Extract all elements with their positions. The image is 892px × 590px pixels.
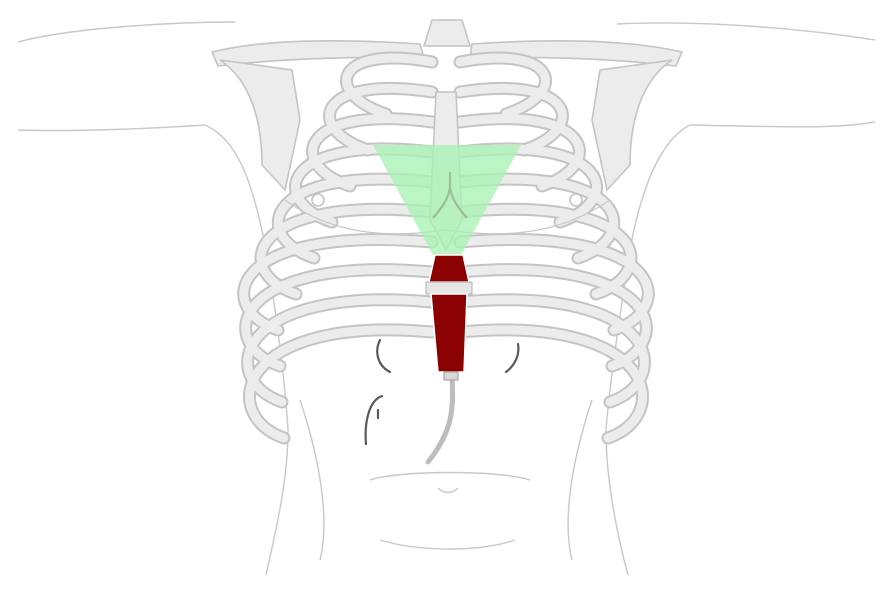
- abdomen-line-2: [364, 394, 384, 446]
- right-rib-7-inner: [455, 235, 653, 335]
- right-rib-2-inner: [455, 83, 567, 155]
- right-arm-outline: [616, 22, 876, 128]
- left-nipple: [311, 193, 325, 207]
- left-rib-8-inner: [241, 265, 437, 371]
- left-ribs-inner: [239, 53, 437, 443]
- abdomen-outline: [299, 399, 593, 561]
- left-rib-7-inner: [239, 235, 437, 335]
- right-nipple: [569, 193, 583, 207]
- left-arm-outline: [17, 21, 236, 132]
- right-rib-9-inner: [455, 295, 649, 407]
- abdomen-lines: [364, 338, 520, 446]
- left-rib-10-inner: [245, 325, 437, 443]
- ultrasound-probe-icon: [425, 254, 473, 381]
- right-rib-10-inner: [455, 325, 647, 443]
- probe-handle: [430, 293, 468, 373]
- right-ribs-inner: [455, 53, 653, 443]
- ultrasound-beam: [373, 145, 521, 255]
- right-scapula: [591, 59, 673, 192]
- probe-tip: [428, 254, 470, 283]
- navel-outline: [437, 487, 459, 494]
- right-rib-6-inner: [455, 204, 636, 299]
- nipples: [311, 193, 583, 207]
- right-rib-8-inner: [455, 265, 651, 371]
- left-rib-10: [243, 323, 439, 445]
- right-rib-1-inner: [455, 53, 550, 119]
- abdomen-line-3: [504, 342, 520, 374]
- rib-cage-inner: [239, 53, 653, 443]
- left-rib-2-inner: [325, 83, 437, 155]
- left-rib-9-inner: [243, 295, 437, 407]
- left-rib-1-inner: [342, 53, 437, 119]
- right-clavicle: [469, 39, 684, 67]
- abdomen-line-1: [376, 338, 392, 374]
- left-rib-6-inner: [256, 204, 437, 299]
- probe-strain-relief: [443, 371, 459, 381]
- probe-cable: [425, 375, 456, 465]
- right-rib-3-inner: [455, 114, 584, 191]
- left-rib-3-inner: [308, 114, 437, 191]
- probe-band: [425, 281, 473, 295]
- heart-apex-icon: [432, 172, 468, 219]
- left-scapula: [219, 59, 301, 192]
- manubrium: [422, 19, 472, 47]
